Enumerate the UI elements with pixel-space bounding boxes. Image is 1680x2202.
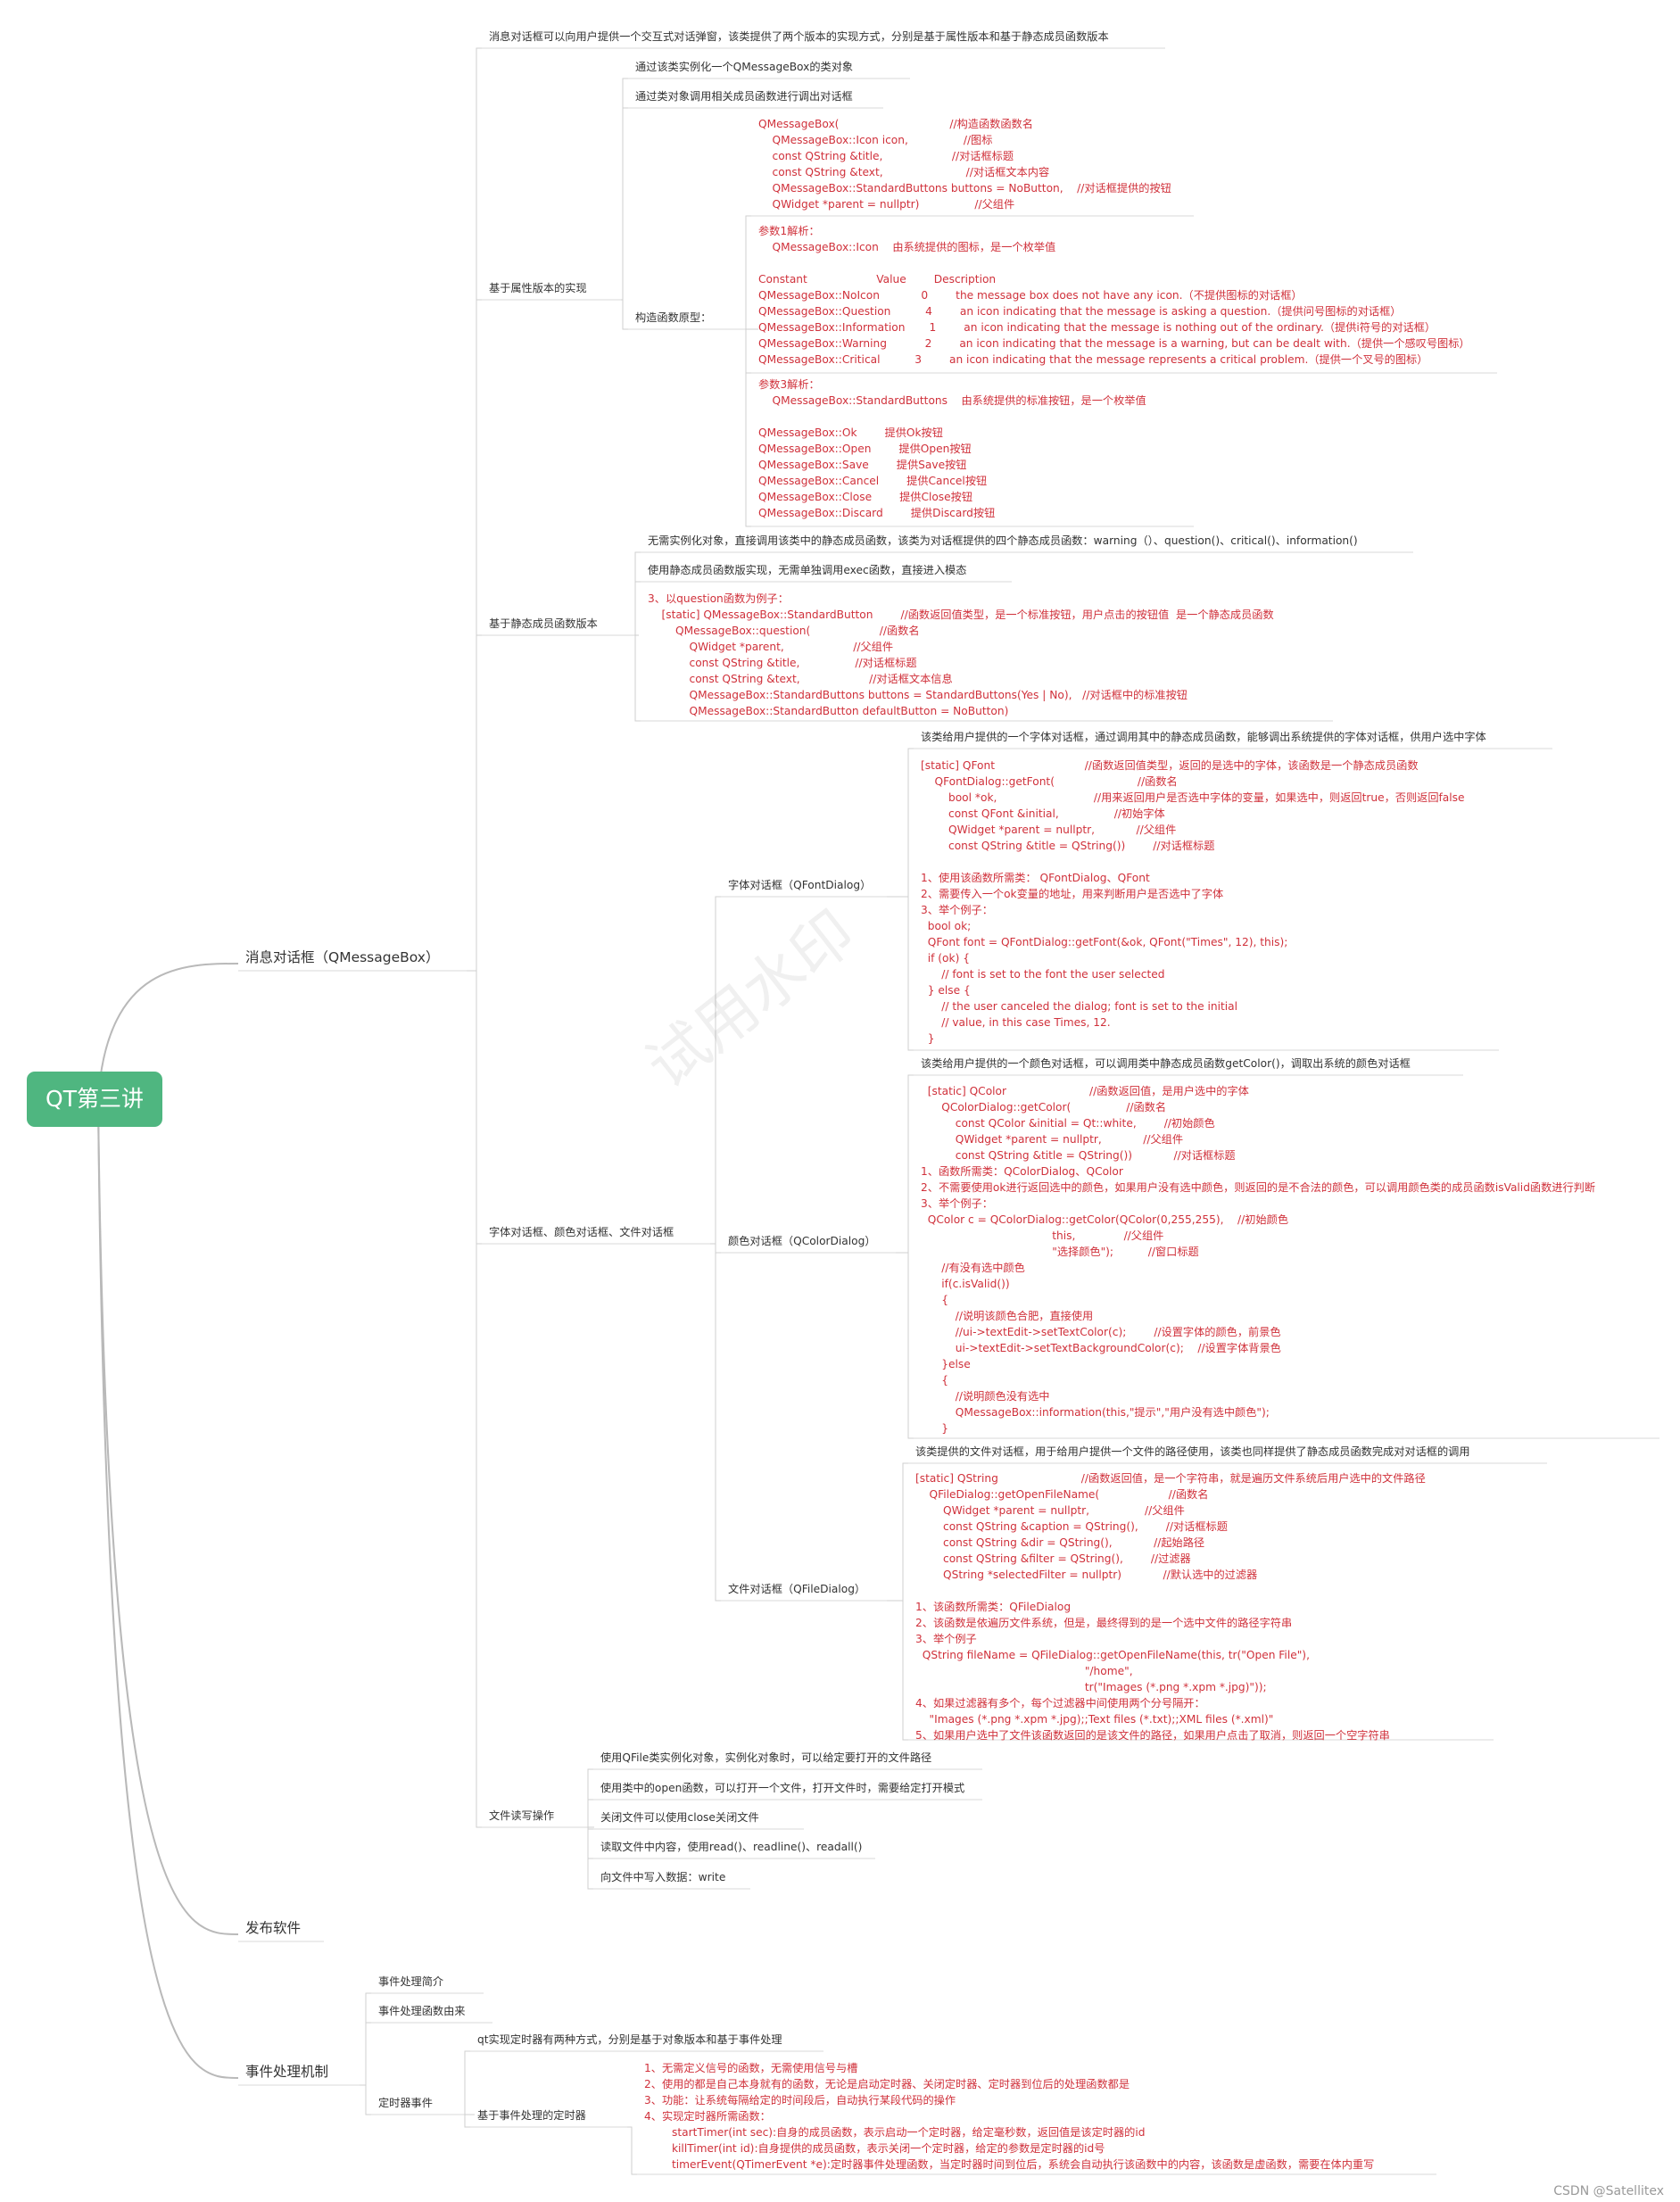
link-tm_event [464,2114,475,2128]
link-color_2 [896,1252,914,1439]
link-tm_1 [464,2050,475,2115]
link-mb [97,963,239,1100]
link-mb_static [467,634,482,972]
link-file_1 [887,1462,908,1602]
node-root[interactable]: QT第三讲 [27,1072,162,1127]
link-font_1 [887,748,914,898]
node-prop_ctor[interactable]: 构造函数原型： [635,311,712,324]
node-dlg_font[interactable]: 字体对话框（QFontDialog） [728,879,872,891]
node-ctor_p3[interactable]: 参数3解析： QMessageBox::StandardButtons 由系统提… [758,378,1146,519]
node-file_2[interactable]: [static] QString //函数返回值，是一个字符串，就是遍历文件系统… [915,1472,1426,1742]
node-evt_1[interactable]: 事件处理简介 [378,1975,444,1988]
link-fio_2 [587,1799,594,1828]
link-ctor_p1 [745,328,758,374]
link-font_2 [887,896,914,1051]
link-prop_1 [621,78,628,301]
node-fio_3[interactable]: 关闭文件可以使用close关闭文件 [600,1811,759,1824]
node-mb_file[interactable]: 文件读写操作 [489,1809,555,1822]
link-mb_file [467,970,482,1828]
author-credit: CSDN @Satellitex [1553,2184,1664,2198]
link-fio_1 [587,1768,594,1828]
node-dlg_file[interactable]: 文件对话框（QFileDialog） [728,1583,866,1595]
node-evt_timer[interactable]: 定时器事件 [378,2097,433,2109]
link-mb_dlgs [467,970,482,1245]
link-file_2 [887,1600,908,1741]
node-mb_intro[interactable]: 消息对话框可以向用户提供一个交互式对话弹窗，该类提供了两个版本的实现方式，分别是… [489,30,1109,43]
link-ctor_sig [745,215,758,330]
node-prop_2[interactable]: 通过类对象调用相关成员函数进行调出对话框 [635,90,853,103]
node-tm_event[interactable]: 基于事件处理的定时器 [477,2109,586,2122]
node-font_1[interactable]: 该类给用户提供的一个字体对话框，通过调用其中的静态成员函数，能够调出系统提供的字… [921,731,1486,743]
link-fio_4 [587,1826,594,1859]
node-mb_dlgs[interactable]: 字体对话框、颜色对话框、文件对话框 [489,1226,674,1238]
node-pub[interactable]: 发布软件 [245,1920,302,1936]
link-mb_intro [467,47,482,972]
node-fio_2[interactable]: 使用类中的open函数，可以打开一个文件，打开文件时，需要给定打开模式 [600,1782,965,1794]
link-prop_ctor [621,299,628,330]
node-ctor_sig[interactable]: QMessageBox( //构造函数函数名 QMessageBox::Icon… [758,118,1171,211]
node-st_2[interactable]: 使用静态成员函数版实现，无需单独调用exec函数，直接进入模态 [648,564,967,576]
node-st_3[interactable]: 3、以question函数为例子： [static] QMessageBox::… [648,592,1274,717]
node-prop_1[interactable]: 通过该类实例化一个QMessageBox的类对象 [635,61,854,73]
node-file_1[interactable]: 该类提供的文件对话框，用于给用户提供一个文件的路径使用，该类也同样提供了静态成员… [915,1445,1470,1458]
node-mb_static[interactable]: 基于静态成员函数版本 [489,617,598,630]
node-mb_prop[interactable]: 基于属性版本的实现 [489,282,587,294]
node-evt_2[interactable]: 事件处理函数由来 [378,2005,466,2017]
node-tm_ev_1[interactable]: 1、无需定义信号的函数，无需使用信号与槽 2、使用的都是自己本身就有的函数，无论… [644,2062,1375,2171]
link-tm_ev_1 [627,2126,637,2175]
node-st_1[interactable]: 无需实例化对象，直接调用该类中的静态成员函数，该类为对话框提供的四个静态成员函数… [648,534,1358,547]
link-pub [97,1098,239,1935]
node-fio_1[interactable]: 使用QFile类实例化对象，实例化对象时，可以给定要打开的文件路径 [600,1751,932,1764]
link-dlg_file [710,1243,721,1602]
node-color_1[interactable]: 该类给用户提供的一个颜色对话框，可以调用类中静态成员函数getColor()，调… [921,1057,1411,1070]
node-ctor_p1[interactable]: 参数1解析： QMessageBox::Icon 由系统提供的图标，是一个枚举值… [758,225,1470,366]
link-st_1 [634,551,641,636]
node-font_2[interactable]: [static] QFont //函数返回值类型，返回的是选中的字体，该函数是一… [921,759,1465,1045]
link-st_2 [634,581,641,636]
node-fio_5[interactable]: 向文件中写入数据：write [600,1871,726,1883]
node-mb[interactable]: 消息对话框（QMessageBox） [245,949,440,965]
node-evt[interactable]: 事件处理机制 [245,2064,329,2080]
link-evt_2 [360,2022,371,2086]
link-st_3 [634,634,641,722]
link-fio_5 [587,1826,594,1890]
link-evt [97,1098,239,2079]
link-evt_timer [360,2084,371,2115]
node-color_2[interactable]: [static] QColor //函数返回值，是用户选中的字体 QColorD… [921,1085,1596,1435]
node-fio_4[interactable]: 读取文件中内容，使用read()、readline()、readall() [600,1841,863,1853]
node-tm_1[interactable]: qt实现定时器有两种方式，分别是基于对象版本和基于事件处理 [477,2033,782,2046]
node-dlg_color[interactable]: 颜色对话框（QColorDialog） [728,1235,876,1247]
link-ctor_p3 [745,328,758,527]
link-prop_2 [621,107,628,301]
link-color_1 [896,1074,914,1254]
